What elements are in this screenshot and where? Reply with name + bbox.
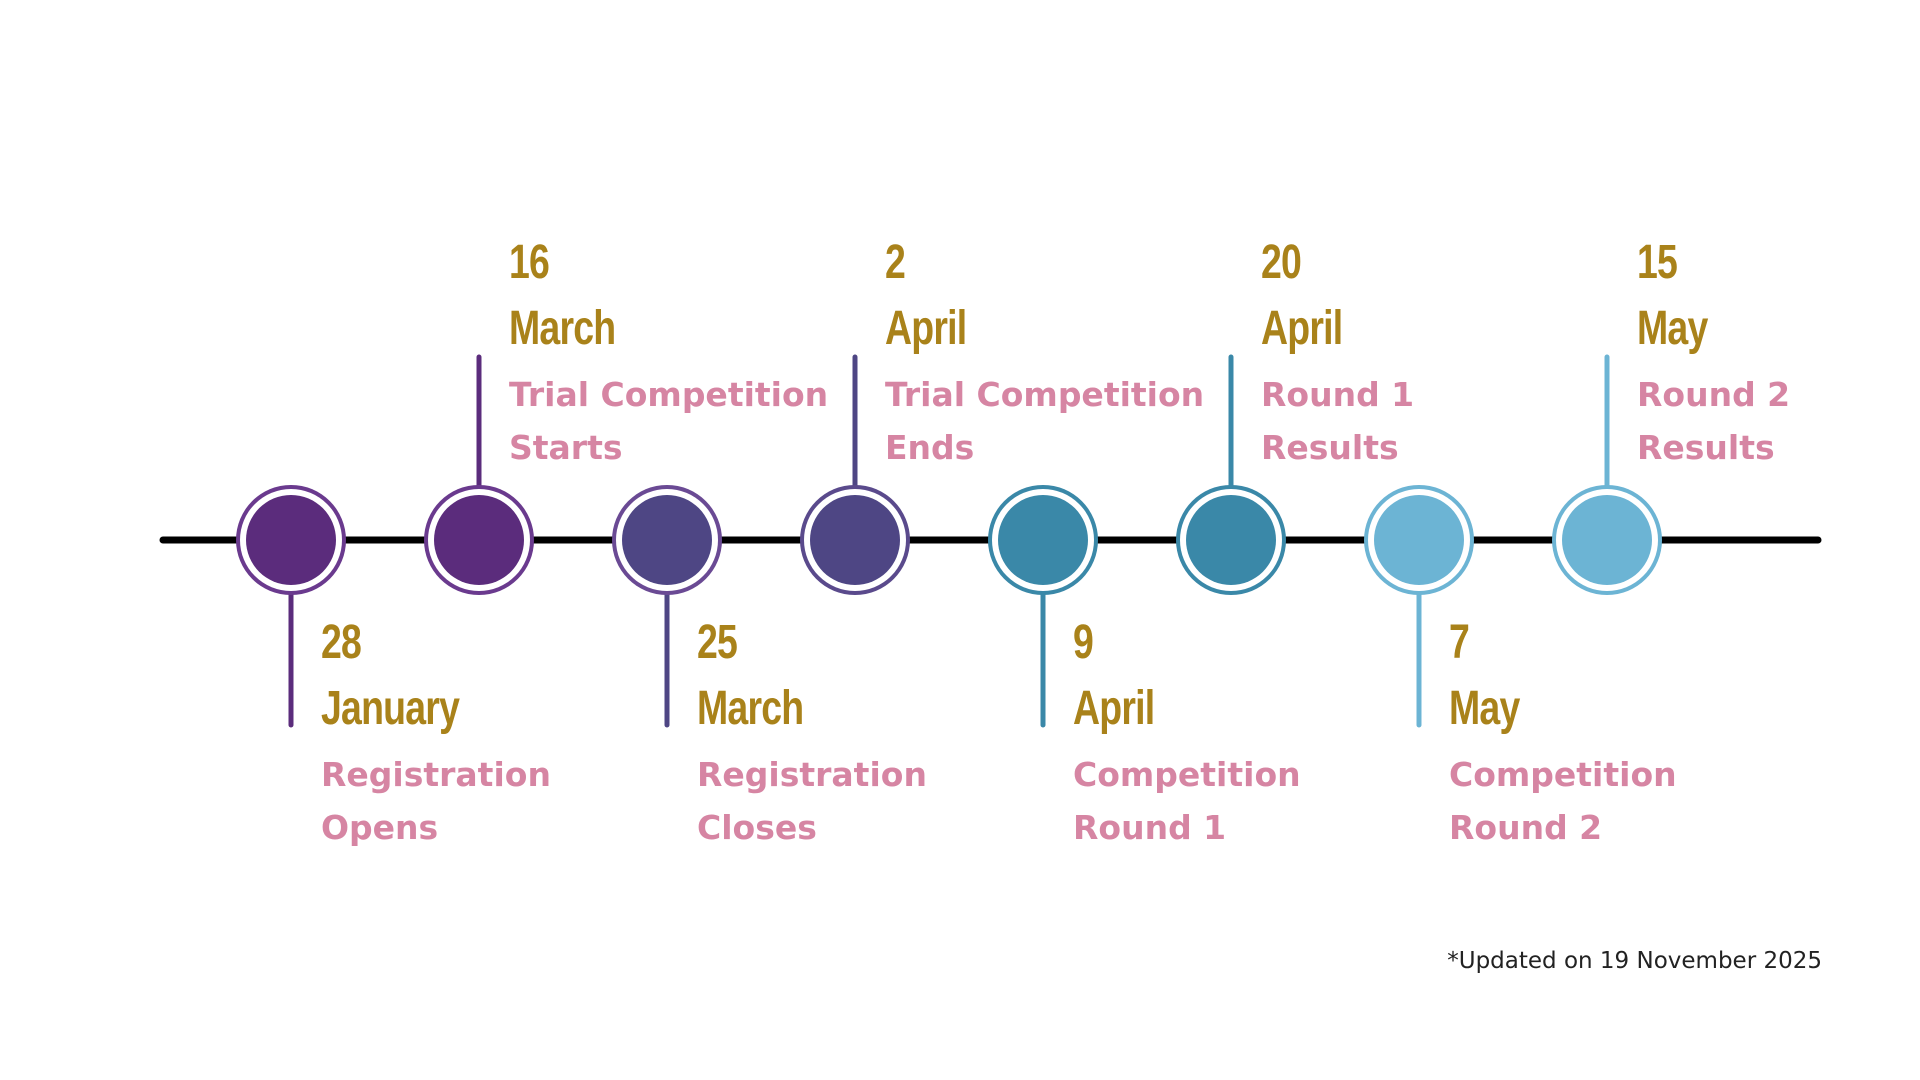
timeline-node: [1562, 495, 1652, 585]
event-month: April: [1261, 302, 1343, 355]
event-description: Competition Round 2: [1449, 755, 1677, 847]
event-description: Trial Competition Starts: [509, 375, 829, 467]
event-description: Registration Closes: [697, 755, 927, 847]
timeline-node: [434, 495, 524, 585]
event-description: Round 1 Results: [1261, 375, 1415, 467]
event-day: 28: [321, 616, 362, 669]
event-month: May: [1637, 302, 1708, 355]
event-month: March: [509, 302, 616, 355]
event-month: April: [885, 302, 967, 355]
timeline-node: [622, 495, 712, 585]
update-footnote: *Updated on 19 November 2025: [1447, 948, 1822, 974]
timeline-nodes: [236, 485, 1662, 595]
timeline-node: [810, 495, 900, 585]
event-month: January: [321, 682, 460, 735]
timeline-node: [998, 495, 1088, 585]
event-day: 25: [697, 616, 738, 669]
event-month: May: [1449, 682, 1520, 735]
event-day: 15: [1637, 236, 1678, 289]
event-month: March: [697, 682, 804, 735]
event-day: 9: [1073, 616, 1094, 669]
timeline-node: [1186, 495, 1276, 585]
timeline-node: [1374, 495, 1464, 585]
connector-lines: [288, 354, 1610, 728]
event-description: Round 2 Results: [1637, 375, 1791, 467]
event-description: Registration Opens: [321, 755, 551, 847]
event-day: 16: [509, 236, 550, 289]
event-description: Trial Competition Ends: [885, 375, 1205, 467]
event-description: Competition Round 1: [1073, 755, 1301, 847]
event-day: 7: [1449, 616, 1470, 669]
event-month: April: [1073, 682, 1155, 735]
event-day: 2: [885, 236, 906, 289]
event-day: 20: [1261, 236, 1302, 289]
timeline-node: [246, 495, 336, 585]
